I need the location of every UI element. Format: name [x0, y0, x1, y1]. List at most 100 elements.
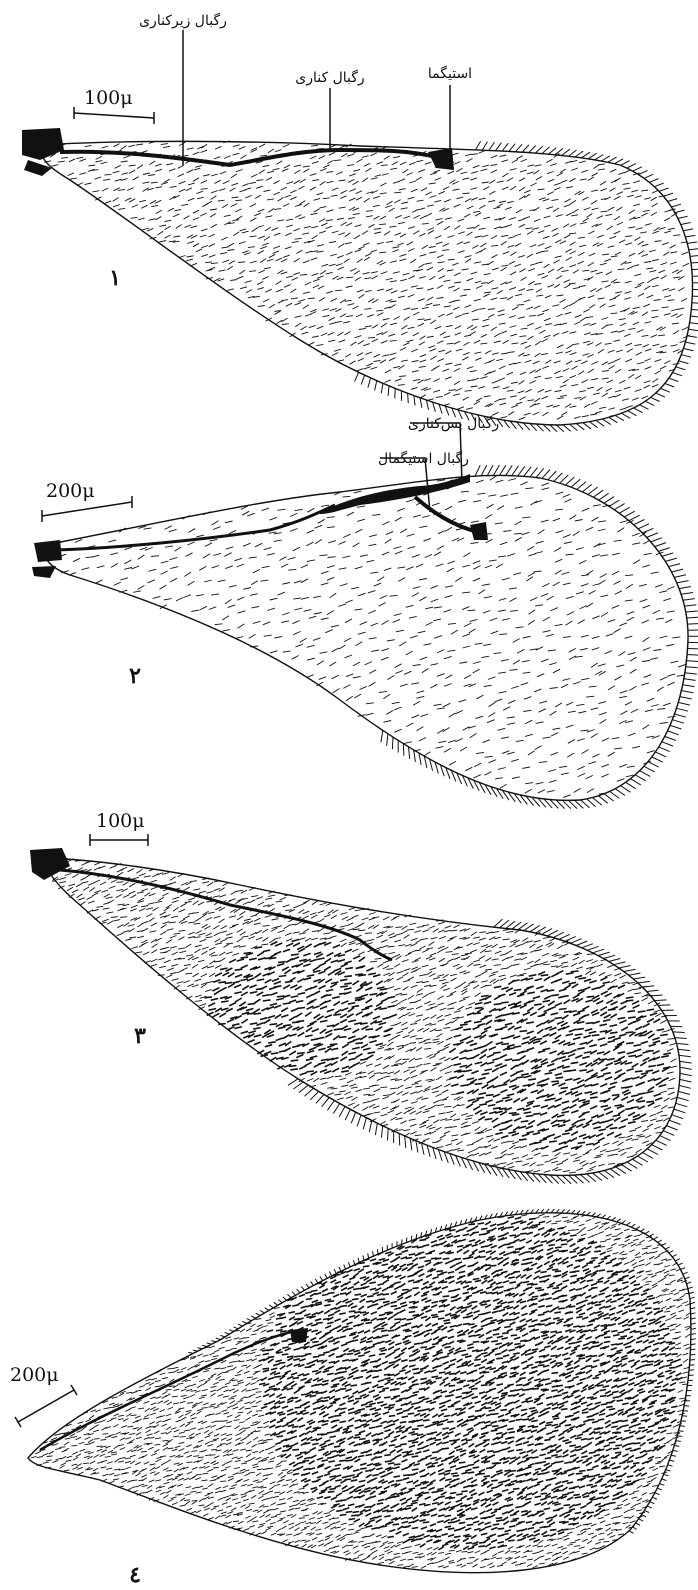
- fringe-seta: [687, 661, 698, 662]
- wing-seta: [334, 1029, 342, 1030]
- fringe-seta: [403, 744, 404, 756]
- fringe-seta: [604, 794, 614, 801]
- fringe-seta: [547, 930, 558, 936]
- fringe-seta: [672, 720, 684, 724]
- fringe-seta: [681, 355, 691, 358]
- fringe-seta: [632, 1159, 642, 1165]
- wing-seta: [534, 1004, 542, 1005]
- fringe-seta: [647, 990, 659, 991]
- wing-seta: [360, 1023, 368, 1024]
- fringe-seta: [647, 533, 658, 538]
- scale-label-2: 200μ: [46, 480, 95, 502]
- fringe-seta: [622, 1165, 632, 1172]
- wing-seta: [218, 982, 226, 983]
- fringe-seta: [684, 679, 696, 681]
- fringe-seta: [524, 467, 531, 477]
- fringe-seta: [426, 400, 428, 410]
- fringe-seta: [629, 515, 640, 520]
- wing-seta: [587, 996, 595, 997]
- fringe-seta: [614, 962, 626, 965]
- fringe-seta: [598, 796, 607, 803]
- wing-seta: [541, 975, 549, 976]
- wing-seta: [290, 1069, 298, 1070]
- fringe-seta: [675, 210, 685, 213]
- fringe-seta: [629, 973, 641, 975]
- fringe-seta: [614, 504, 624, 510]
- fringe-seta: [679, 361, 689, 364]
- fringe-seta: [651, 538, 662, 542]
- fringe-seta: [639, 170, 648, 174]
- fringe-seta: [560, 475, 569, 483]
- fringe-seta: [633, 977, 645, 979]
- fringe-seta: [679, 1085, 691, 1088]
- fringe-seta: [691, 316, 698, 317]
- fringe-seta: [676, 367, 686, 370]
- wing-seta: [592, 1035, 600, 1036]
- fringe-seta: [529, 146, 536, 153]
- fringe-seta: [647, 1149, 658, 1155]
- fringe-seta: [598, 952, 610, 956]
- fringe-seta: [627, 164, 636, 169]
- wing-seta: [626, 1000, 634, 1001]
- fringe-seta: [681, 593, 693, 595]
- fringe-seta: [409, 747, 410, 759]
- wing-seta: [578, 1142, 586, 1143]
- fringe-seta: [588, 487, 598, 494]
- fringe-seta: [664, 193, 674, 196]
- fringe-seta: [633, 167, 642, 171]
- fringe-seta: [588, 153, 596, 159]
- fringe-seta: [414, 750, 416, 762]
- fringe-seta: [375, 1123, 377, 1135]
- fringe-seta: [690, 323, 698, 324]
- fringe-seta: [512, 466, 519, 476]
- wing-seta: [458, 1071, 466, 1072]
- wing-seta: [341, 1071, 349, 1072]
- wing-seta: [340, 986, 348, 987]
- wing-seta: [279, 976, 287, 977]
- fringe-seta: [652, 1145, 663, 1150]
- wing-2-outline: [44, 475, 688, 800]
- label-stigma: استیگما: [428, 65, 472, 82]
- wing-seta: [646, 1101, 654, 1102]
- wing-seta: [241, 957, 249, 958]
- wing-seta: [291, 954, 299, 955]
- fringe-seta: [576, 424, 584, 430]
- fringe-seta: [658, 1005, 670, 1006]
- fringe-seta: [381, 1126, 382, 1138]
- wing-seta: [612, 1095, 620, 1096]
- fringe-seta: [603, 419, 611, 425]
- wing-seta: [493, 1052, 501, 1053]
- wing-panel-2: 200μ رگبال پس‌کناری رگبال استیگمال ۲: [32, 415, 698, 809]
- fringe-seta: [548, 471, 556, 480]
- label-postmarginal-vein: رگبال پس‌کناری: [408, 415, 499, 432]
- fringe-seta: [482, 142, 487, 151]
- wing-seta: [291, 1060, 299, 1061]
- fringe-seta: [621, 786, 631, 793]
- fringe-seta: [615, 416, 624, 421]
- fringe-seta: [420, 398, 422, 408]
- fringe-seta: [399, 1133, 400, 1145]
- fringe-seta: [609, 959, 621, 962]
- fringe-seta: [665, 736, 676, 740]
- fringe-seta: [622, 413, 631, 418]
- fringe-seta: [665, 384, 674, 388]
- scale-label-3: 100μ: [96, 810, 145, 832]
- fringe-seta: [542, 470, 550, 479]
- fringe-seta: [638, 981, 650, 983]
- wing-seta: [555, 1247, 562, 1248]
- fringe-seta: [691, 262, 698, 263]
- wing-seta: [330, 1044, 338, 1045]
- wing-seta: [628, 1055, 636, 1056]
- fringe-seta: [518, 466, 525, 476]
- wing-seta: [481, 1228, 488, 1229]
- fringe-seta: [690, 256, 698, 257]
- fringe-seta: [631, 779, 641, 785]
- fringe-seta: [577, 482, 586, 490]
- fringe-seta: [405, 1136, 406, 1148]
- wing-seta: [512, 1060, 520, 1061]
- fringe-seta: [638, 1156, 648, 1162]
- wing-seta: [225, 982, 233, 983]
- fringe-seta: [654, 183, 663, 187]
- fringe-seta: [375, 381, 377, 391]
- wing-seta: [631, 1107, 639, 1108]
